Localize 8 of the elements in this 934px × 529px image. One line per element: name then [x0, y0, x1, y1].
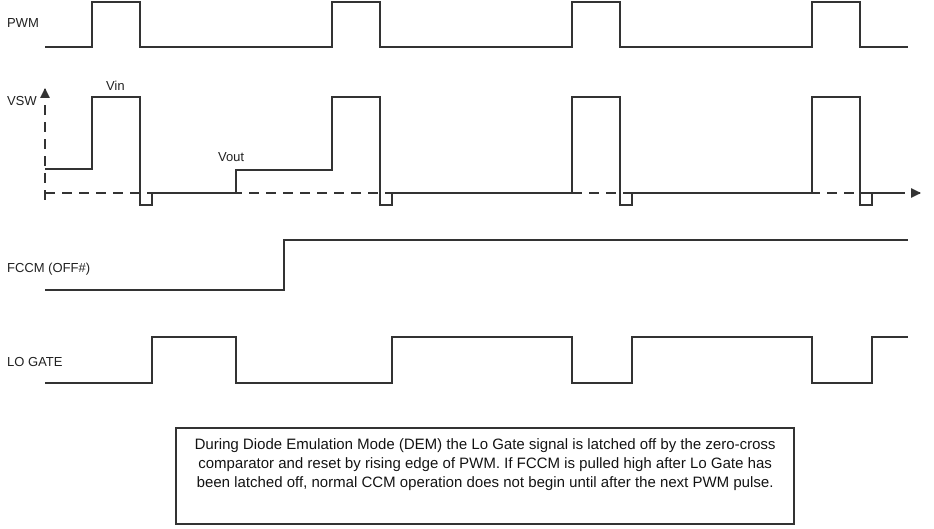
level-label: Vin — [106, 78, 125, 93]
signal-name: FCCM (OFF#) — [7, 260, 90, 275]
signal-name: VSW — [7, 93, 37, 108]
level-label: Vout — [218, 149, 244, 164]
signal-name: PWM — [7, 15, 39, 30]
note-box — [175, 427, 795, 525]
signal-name: LO GATE — [7, 354, 62, 369]
note-text: During Diode Emulation Mode (DEM) the Lo Gate signal is latched off by the zero-cross comparator and reset by rising edge of PWM. If FCCM is pulled high after Lo Gate has been latched off, normal CCM operation does not begin until after the next PWM pulse. — [194, 436, 776, 491]
